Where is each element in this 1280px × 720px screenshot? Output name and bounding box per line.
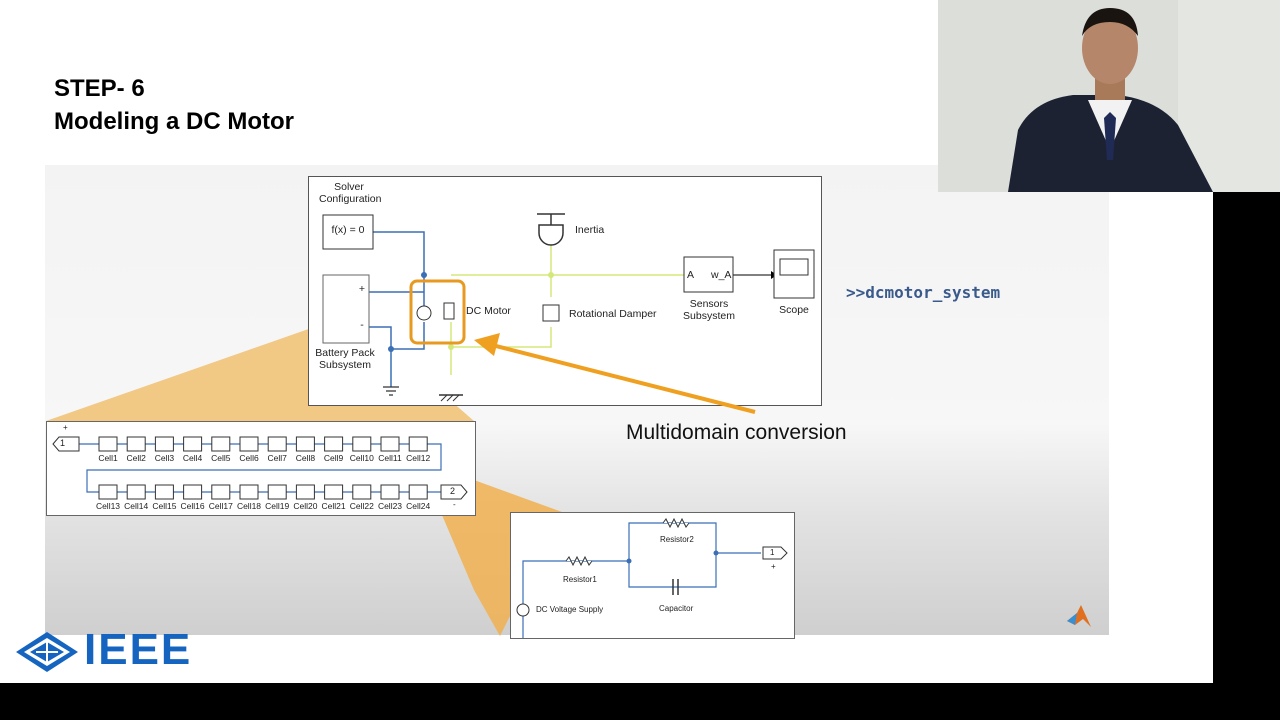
sensors-port-w: w_A bbox=[711, 269, 732, 281]
ieee-logo: IEEE bbox=[14, 625, 244, 679]
cell-label: Cell22 bbox=[349, 501, 374, 511]
battery-cell-block[interactable] bbox=[183, 484, 203, 500]
circuit-port-label: 1 bbox=[770, 548, 775, 557]
cell-label: Cell20 bbox=[293, 501, 318, 511]
solver-label: Solver Configuration bbox=[319, 181, 382, 205]
inertia-label: Inertia bbox=[575, 224, 605, 236]
battery-cell-block[interactable] bbox=[239, 436, 259, 452]
battery-cell-block[interactable] bbox=[154, 484, 174, 500]
topic-heading: Modeling a DC Motor bbox=[54, 108, 294, 135]
cell-label: Cell11 bbox=[378, 453, 402, 463]
cell-label: Cell16 bbox=[180, 501, 205, 511]
cells-minus: - bbox=[453, 500, 456, 509]
step-heading: STEP- 6 bbox=[54, 75, 145, 102]
battery-cell-block[interactable] bbox=[211, 484, 231, 500]
resistor1-label: Resistor1 bbox=[563, 575, 597, 584]
battery-cell-block[interactable] bbox=[126, 436, 146, 452]
multidomain-label: Multidomain conversion bbox=[626, 421, 847, 444]
dc-motor-label: DC Motor bbox=[466, 305, 511, 317]
cells-plus: + bbox=[63, 423, 68, 432]
battery-pack-label: Battery Pack Subsystem bbox=[315, 347, 375, 371]
sensors-port-a: A bbox=[687, 269, 695, 281]
cell-label: Cell2 bbox=[126, 453, 146, 463]
capacitor-label: Capacitor bbox=[659, 604, 694, 613]
battery-cell-block[interactable] bbox=[295, 484, 315, 500]
solver-configuration-block[interactable]: f(x) = 0 bbox=[331, 224, 365, 236]
cell-label: Cell6 bbox=[239, 453, 259, 463]
resistor2-label: Resistor2 bbox=[660, 535, 694, 544]
battery-plus-label: + bbox=[358, 283, 366, 295]
cell-label: Cell21 bbox=[321, 501, 346, 511]
battery-cell-block[interactable] bbox=[267, 484, 287, 500]
command-text: >>dcmotor_system bbox=[846, 283, 1001, 302]
battery-cell-block[interactable] bbox=[98, 484, 118, 500]
cell-label: Cell1 bbox=[98, 453, 118, 463]
cell-label: Cell10 bbox=[349, 453, 374, 463]
rotational-damper-label: Rotational Damper bbox=[569, 308, 657, 320]
cell-label: Cell14 bbox=[124, 501, 149, 511]
battery-cell-block[interactable] bbox=[98, 436, 118, 452]
battery-cell-block[interactable] bbox=[239, 484, 259, 500]
dc-voltage-supply-label: DC Voltage Supply bbox=[536, 605, 604, 614]
battery-cell-block[interactable] bbox=[380, 436, 400, 452]
sensors-subsystem-label: Sensors Subsystem bbox=[683, 298, 735, 322]
cell-label: Cell13 bbox=[95, 501, 121, 511]
video-bottom-bar bbox=[0, 683, 1280, 720]
battery-cell-block[interactable] bbox=[408, 436, 428, 452]
battery-cell-block[interactable] bbox=[324, 484, 344, 500]
cell-label: Cell9 bbox=[323, 453, 344, 463]
slide-title: STEP- 6 Modeling a DC Motor bbox=[54, 72, 294, 138]
cell-label: Cell23 bbox=[377, 501, 403, 511]
cell-label: Cell5 bbox=[211, 453, 231, 463]
ieee-logo-text: IEEE bbox=[84, 625, 193, 674]
circuit-plus-label: + bbox=[771, 562, 776, 571]
port-out-label: 2 bbox=[450, 486, 456, 496]
cell-label: Cell12 bbox=[406, 453, 431, 463]
battery-cell-block[interactable] bbox=[295, 436, 315, 452]
battery-cell-block[interactable] bbox=[154, 436, 174, 452]
cell-label: Cell24 bbox=[406, 501, 431, 511]
cell-label: Cell15 bbox=[152, 501, 177, 511]
battery-cell-block[interactable] bbox=[352, 484, 372, 500]
battery-cell-block[interactable] bbox=[408, 484, 428, 500]
battery-cell-block[interactable] bbox=[324, 436, 344, 452]
cell-label: Cell17 bbox=[208, 501, 233, 511]
cell-label: Cell7 bbox=[267, 453, 287, 463]
annotation-arrow bbox=[474, 333, 756, 414]
battery-cell-block[interactable] bbox=[380, 484, 400, 500]
port-in-label: 1 bbox=[60, 438, 66, 448]
battery-cell-block[interactable] bbox=[211, 436, 231, 452]
battery-cell-block[interactable] bbox=[267, 436, 287, 452]
cell-label: Cell19 bbox=[265, 501, 290, 511]
cell-label: Cell8 bbox=[295, 453, 316, 463]
cell-label: Cell18 bbox=[236, 501, 262, 511]
cell-label: Cell3 bbox=[154, 453, 175, 463]
cell-label: Cell4 bbox=[182, 453, 203, 463]
simulink-model-diagram: Solver Configuration f(x) = 0 + - Batter… bbox=[308, 176, 822, 406]
scope-label: Scope bbox=[779, 304, 809, 316]
battery-cell-block[interactable] bbox=[183, 436, 203, 452]
battery-cell-block[interactable] bbox=[352, 436, 372, 452]
battery-cell-circuit: Resistor1 Resistor2 Capacitor DC Voltage… bbox=[510, 512, 795, 639]
battery-minus-label: - bbox=[360, 319, 364, 331]
matlab-logo-icon bbox=[1067, 605, 1091, 627]
battery-cell-block[interactable] bbox=[126, 484, 146, 500]
presenter-webcam bbox=[938, 0, 1280, 192]
